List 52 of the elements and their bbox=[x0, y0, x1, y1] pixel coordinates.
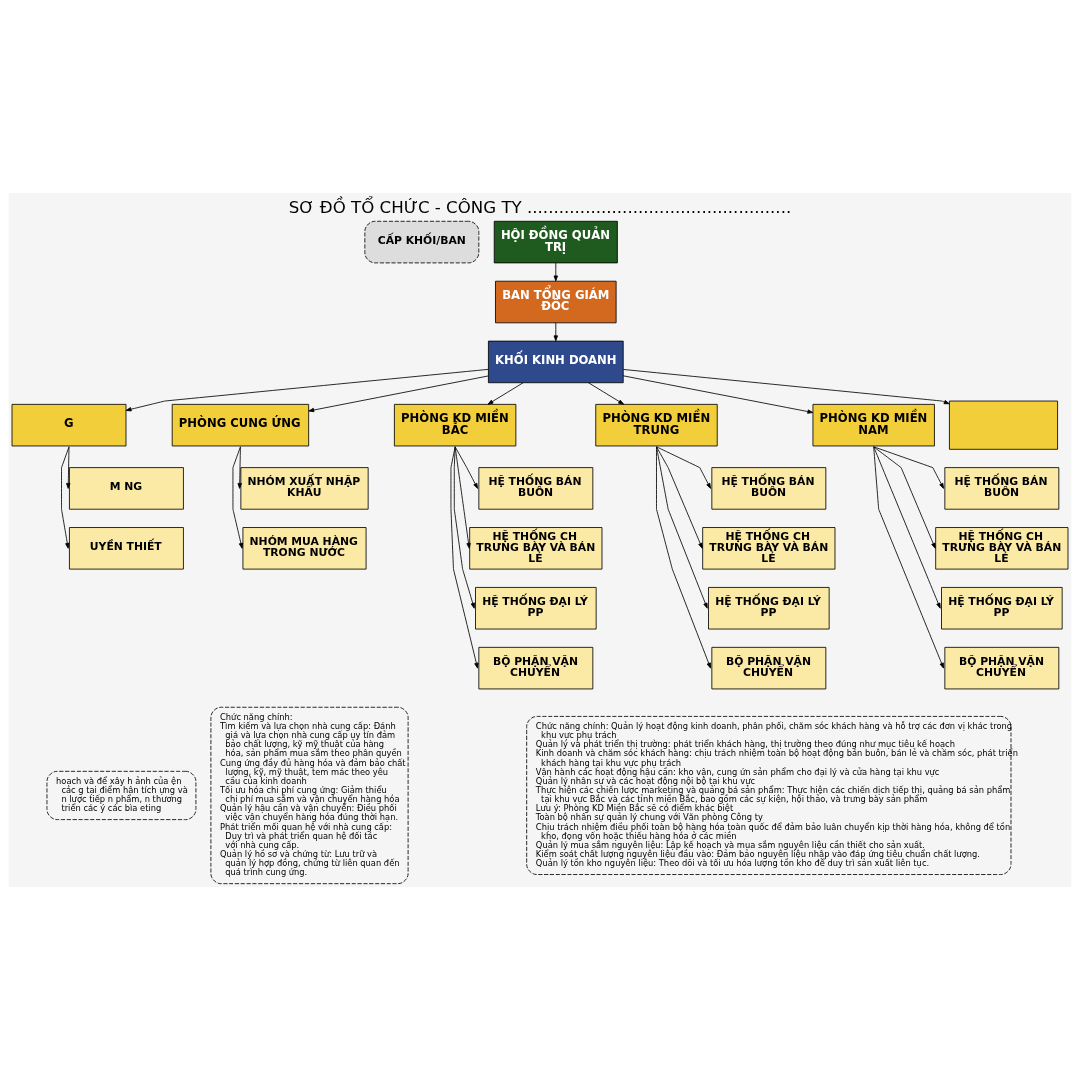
arrow bbox=[454, 446, 478, 489]
node-box: BAN TỔNG GIÁM ĐỐC bbox=[495, 280, 617, 324]
node-box: CẤP KHỐI/BAN bbox=[364, 220, 480, 264]
arrow bbox=[237, 446, 242, 489]
arrow bbox=[487, 382, 524, 405]
arrow bbox=[453, 446, 475, 609]
node-box: HỆ THỐNG BÁN BUÔN bbox=[478, 467, 594, 510]
arrow bbox=[622, 375, 814, 414]
arrow bbox=[553, 262, 558, 282]
node-box: NHÓM MUA HÀNG TRONG NƯỚC bbox=[242, 527, 367, 570]
node-box: BỘ PHẬN VẬN CHUYỂN bbox=[711, 646, 827, 690]
arrow bbox=[622, 369, 950, 405]
node-box: PHÒNG CUNG ỨNG bbox=[171, 403, 310, 447]
diagram-title: SƠ ĐỒ TỔ CHỨC - CÔNG TY .................................................. bbox=[288, 197, 792, 217]
node-box: BỘ PHẬN VẬN CHUYỂN bbox=[478, 646, 594, 690]
arrow bbox=[656, 446, 711, 489]
arrow bbox=[656, 446, 711, 669]
node-box: HỆ THỐNG ĐẠI LÝ PP bbox=[475, 587, 597, 630]
node-box: Chức năng chính: Tìm kiếm và lựa chọn nhà cung cấp: Đánh giá và lựa chọn nhà cung cấp uy tín đảm bảo chất lượng, kỹ mỹ thuật của hàng hóa, sản phẩm mua sắm theo phân quyền Cung ứng đầy đủ hàng hóa và đảm bảo chất lượng, kỹ, mỹ thuật, tem mác theo yêu cầu của kinh doanh Tối ưu hóa chi phí cung ứng: Giảm thiểu chi phí mua sắm và vận chuyển hàng hóa Quản lý hậu cần và vận chuyển: Điều phối việc vận chuyển hàng hóa đúng thời hạn. Phát triển mối quan hệ với nhà cung cấp: Duy trì và phát triển quan hệ đối tác với nhà cung cấp. Quản lý hồ sơ và chứng từ: Lưu trữ và quản lý hợp đồng, chứng từ liên quan đến quá trình cung ứng. bbox=[210, 706, 409, 885]
arrow bbox=[588, 382, 625, 405]
arrow bbox=[873, 446, 944, 669]
arrow bbox=[873, 446, 944, 489]
node-box: PHÒNG KD MIỀN BẮC bbox=[393, 403, 517, 447]
node-box: PHÒNG KD MIỀN TRUNG bbox=[595, 403, 718, 447]
node-box: HỆ THỐNG CH TRƯNG BÀY VÀ BÁN LẺ bbox=[469, 527, 603, 570]
node-box: HỆ THỐNG BÁN BUÔN bbox=[711, 467, 827, 510]
arrow bbox=[553, 322, 558, 342]
node-box: HỆ THỐNG ĐẠI LÝ PP bbox=[708, 587, 830, 630]
node-box: hoạch và để xây h ảnh của ện các g tại điểm hân tích ựng và n lược tiếp n phẩm, n thương triển các ý các bìa eting bbox=[46, 770, 197, 820]
node-box: G bbox=[11, 403, 127, 447]
arrow bbox=[656, 446, 703, 549]
arrow bbox=[308, 375, 489, 413]
arrow bbox=[450, 446, 479, 669]
arrow bbox=[873, 446, 936, 549]
node-box: HỆ THỐNG CH TRƯNG BÀY VÀ BÁN LẺ bbox=[935, 527, 1069, 570]
arrow bbox=[656, 446, 708, 609]
node-box: NHÓM XUẤT NHẬP KHẨU bbox=[240, 467, 369, 510]
node-box bbox=[949, 400, 1058, 450]
arrow bbox=[125, 368, 489, 412]
node-box: BỘ PHẬN VẬN CHUYỂN bbox=[944, 646, 1060, 690]
arrow bbox=[61, 446, 70, 549]
node-box: HỆ THỐNG BÁN BUÔN bbox=[944, 467, 1060, 510]
node-box: PHÒNG KD MIỀN NAM bbox=[812, 403, 935, 447]
arrow bbox=[232, 446, 244, 549]
node-box: HỆ THỐNG CH TRƯNG BÀY VÀ BÁN LẺ bbox=[702, 527, 836, 570]
arrow bbox=[873, 446, 941, 609]
arrow bbox=[66, 446, 71, 489]
node-box: M NG bbox=[69, 467, 184, 510]
node-box: HỆ THỐNG ĐẠI LÝ PP bbox=[941, 587, 1063, 630]
node-box: UYỀN THIẾT bbox=[69, 527, 184, 570]
node-box: KHỐI KINH DOANH bbox=[488, 340, 624, 384]
node-box: HỘI ĐỒNG QUẢN TRỊ bbox=[493, 220, 618, 264]
